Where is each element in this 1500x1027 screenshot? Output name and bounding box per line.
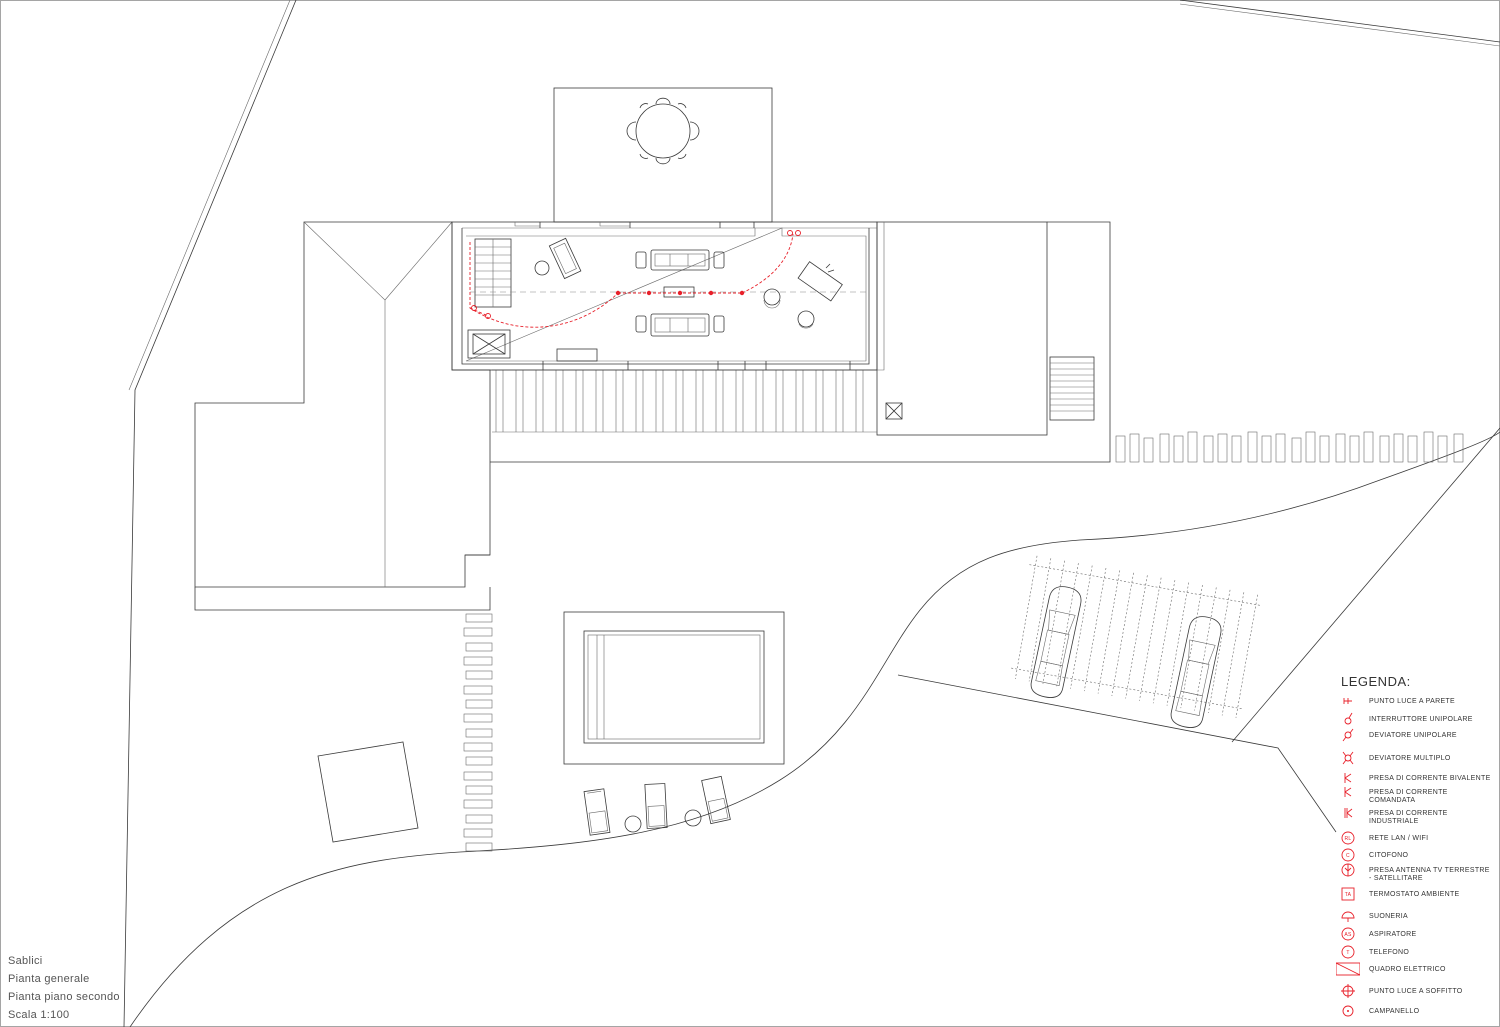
stepping-stones-row [1115,431,1464,463]
electrical-circuit [469,230,801,328]
dual-socket-icon [1344,773,1352,783]
single-switch-icon [1344,712,1353,725]
two-way-switch-icon [1342,728,1354,742]
round-table-with-chairs [626,97,700,165]
switched-socket-icon [1344,787,1352,797]
legend-title: LEGENDA: [1341,674,1411,689]
legend-label: ASPIRATORE [1369,931,1417,938]
site-boundary-lines [123,0,1500,1027]
upper-terrace [553,87,773,223]
thermostat-icon: TA [1341,887,1355,901]
electric-panel-icon [1336,962,1360,976]
legend-label: PRESA DI CORRENTE COMANDATA [1369,789,1448,804]
bell-icon [1341,911,1355,922]
legend-label: PRESA ANTENNA TV TERRESTRE - SATELLITARE [1369,867,1490,882]
legend-label: RETE LAN / WIFI [1369,835,1429,842]
lan-icon: RL [1341,831,1355,845]
multi-switch-icon [1342,751,1354,765]
industrial-socket-icon [1344,808,1353,818]
outdoor-stairs [1049,356,1095,421]
legend-label: PRESA DI CORRENTE BIVALENTE [1369,775,1491,782]
second-floor-building [451,221,878,371]
doorbell-icon [1342,1005,1354,1017]
extractor-icon-text: AS [1344,932,1352,938]
legend-label: PRESA DI CORRENTE INDUSTRIALE [1369,810,1448,825]
title-block: Sablici Pianta generale Pianta piano sec… [8,952,120,1024]
legend-label: PUNTO LUCE A PARETE [1369,698,1455,705]
legend-label: DEVIATORE UNIPOLARE [1369,732,1457,739]
legend-label: PUNTO LUCE A SOFFITTO [1369,988,1463,995]
roof-left [194,221,491,611]
legend-label: SUONERIA [1369,913,1408,920]
tv-antenna-icon [1341,863,1355,877]
legend-label: CAMPANELLO [1369,1008,1420,1015]
thermostat-icon-text: TA [1345,892,1352,898]
drawing-scale: Scala 1:100 [8,1009,70,1021]
legend-label: TELEFONO [1369,949,1410,956]
extractor-icon: AS [1341,927,1355,941]
parking-area [1011,555,1262,728]
telephone-icon-text: T [1346,950,1349,956]
roof-hatch-opening [885,402,903,420]
intercom-icon-text: C [1346,853,1350,859]
pergola-slats [492,369,877,433]
telephone-icon: T [1341,945,1355,959]
intercom-icon: C [1341,848,1355,862]
stepping-stones-path [463,613,493,852]
drawing-type: Pianta generale [8,973,90,985]
legend-label: INTERRUTTORE UNIPOLARE [1369,716,1473,723]
project-name: Sablici [8,955,43,967]
legend-label: TERMOSTATO AMBIENTE [1369,891,1460,898]
triangle-paving-patch [317,741,419,843]
floor-name: Pianta piano secondo [8,991,120,1003]
swimming-pool [563,611,785,765]
roof-right [876,221,1048,436]
ground-platform [490,221,1111,463]
wall-light-icon [1343,698,1352,704]
lan-icon-text: RL [1345,836,1352,842]
sun-loungers [583,775,731,836]
ceiling-light-icon [1341,984,1355,998]
legend-label: CITOFONO [1369,852,1409,859]
legend-label: DEVIATORE MULTIPLO [1369,755,1451,762]
curved-terrain-edge [129,431,1500,1027]
legend-label: QUADRO ELETTRICO [1369,966,1446,973]
